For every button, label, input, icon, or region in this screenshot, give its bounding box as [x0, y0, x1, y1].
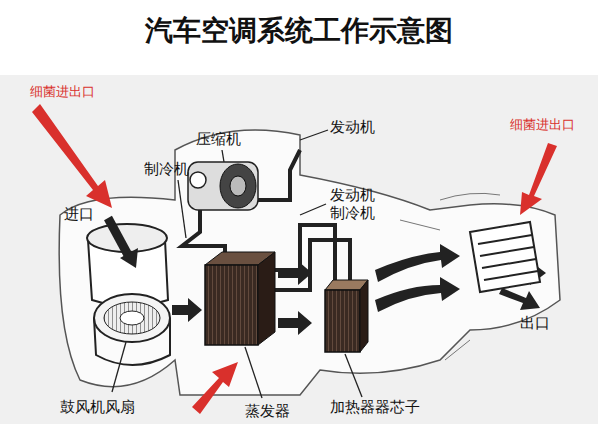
red-arrows — [32, 104, 557, 414]
blower-housing — [87, 224, 170, 365]
part-label: 出口 — [520, 314, 550, 332]
leader-lines — [112, 130, 362, 398]
part-label: 发动机 — [330, 118, 375, 136]
duct-housing — [59, 130, 560, 395]
part-label: 压缩机 — [196, 130, 241, 148]
callout-label: 细菌进出口 — [510, 117, 575, 133]
part-label: 发动机 制冷机 — [330, 186, 377, 222]
vent-grille — [470, 222, 540, 292]
intake-arrow — [108, 218, 128, 255]
part-label: 制冷机 — [144, 160, 189, 178]
part-label: 蒸发器 — [245, 402, 290, 420]
callout-label: 细菌进出口 — [30, 84, 95, 100]
duct-detail — [400, 193, 500, 360]
evaporator — [205, 252, 275, 345]
heater-core — [325, 280, 368, 352]
diagram-title: 汽车空调系统工作示意图 — [145, 14, 453, 48]
part-label: 鼓风机风扇 — [60, 398, 135, 416]
part-label: 加热器器芯子 — [330, 398, 420, 416]
part-label: 进口 — [64, 205, 94, 223]
compressor — [188, 162, 258, 210]
intake-arrowhead — [120, 248, 138, 268]
title-band — [0, 0, 598, 75]
